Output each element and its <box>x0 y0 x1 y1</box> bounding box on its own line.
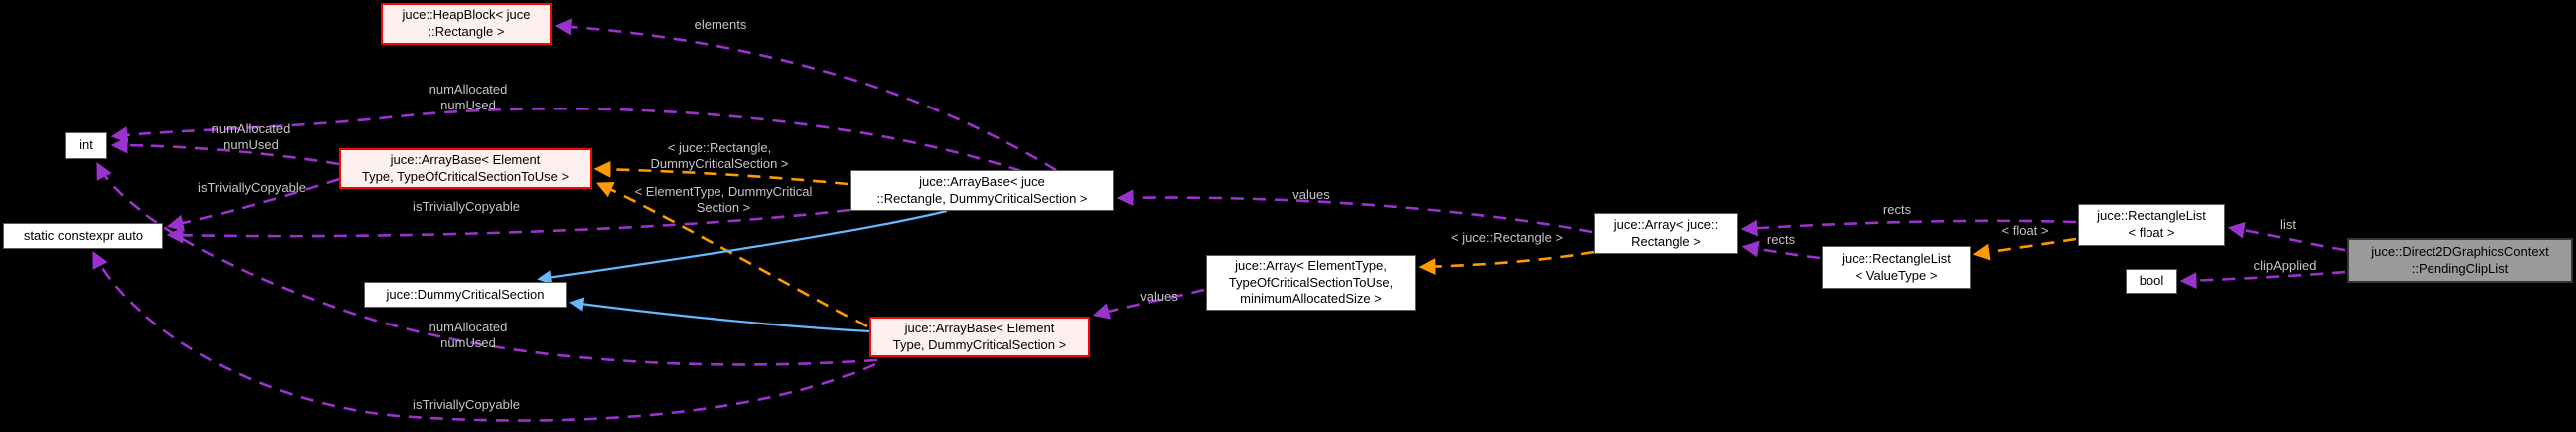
node-label: juce::RectangleList< float > <box>2097 208 2206 240</box>
edge-tmpl-arraybase-rect <box>593 160 849 186</box>
edge-numallocated-1 <box>110 108 1022 173</box>
edge-rects-1 <box>1740 219 2077 237</box>
edge-istriviallycopyable-1 <box>166 177 340 232</box>
node-label: juce::Array< juce::Rectangle > <box>1613 216 1719 249</box>
edge-tmpl-rectlist-float <box>1972 237 2077 261</box>
node-label: juce::Direct2DGraphicsContext::PendingCl… <box>2371 243 2549 276</box>
node-array-rect[interactable]: juce::Array< juce::Rectangle > <box>1594 213 1738 254</box>
edge-tmpl-arraybase-elem <box>595 181 868 328</box>
edge-numallocated-3 <box>96 162 878 366</box>
edge-list <box>2227 221 2346 252</box>
edge-istriviallycopyable-3 <box>92 250 876 422</box>
node-label: juce::Array< ElementType,TypeOfCriticalS… <box>1228 258 1394 307</box>
node-label: int <box>79 137 93 153</box>
edge-values-1 <box>1116 189 1593 234</box>
node-pendingcliplist[interactable]: juce::Direct2DGraphicsContext::PendingCl… <box>2347 238 2573 283</box>
node-int[interactable]: int <box>65 132 107 159</box>
edge-inherit-elem-dummycs <box>569 297 870 333</box>
edge-rects-2 <box>1741 240 1821 260</box>
node-rectlist-float[interactable]: juce::RectangleList< float > <box>2078 204 2225 246</box>
node-bool[interactable]: bool <box>2126 269 2177 294</box>
node-dummycs[interactable]: juce::DummyCriticalSection <box>364 282 567 308</box>
edge-clipapplied <box>2179 270 2346 289</box>
node-array-generic[interactable]: juce::Array< ElementType,TypeOfCriticalS… <box>1206 255 1416 311</box>
edge-elements <box>554 18 1057 172</box>
edge-tmpl-array-rect <box>1418 250 1595 276</box>
edge-values-2 <box>1092 288 1205 320</box>
edge-istriviallycopyable-2 <box>166 208 851 244</box>
node-label: juce::DummyCriticalSection <box>386 286 545 302</box>
node-arraybase-rect[interactable]: juce::ArrayBase< juce::Rectangle, DummyC… <box>850 170 1114 211</box>
node-label: static constexpr auto <box>23 227 143 243</box>
node-label: juce::HeapBlock< juce::Rectangle > <box>402 7 531 39</box>
node-label: bool <box>2139 273 2164 289</box>
node-heapblock[interactable]: juce::HeapBlock< juce::Rectangle > <box>381 3 552 45</box>
node-static-auto[interactable]: static constexpr auto <box>3 223 163 249</box>
node-label: juce::ArrayBase< juce::Rectangle, DummyC… <box>876 173 1088 206</box>
node-rectlist-valuetype[interactable]: juce::RectangleList< ValueType > <box>1822 246 1971 289</box>
edge-inherit-rect-dummycs <box>537 209 948 285</box>
node-label: juce::RectangleList< ValueType > <box>1842 250 1951 283</box>
edge-numallocated-2 <box>110 136 340 166</box>
